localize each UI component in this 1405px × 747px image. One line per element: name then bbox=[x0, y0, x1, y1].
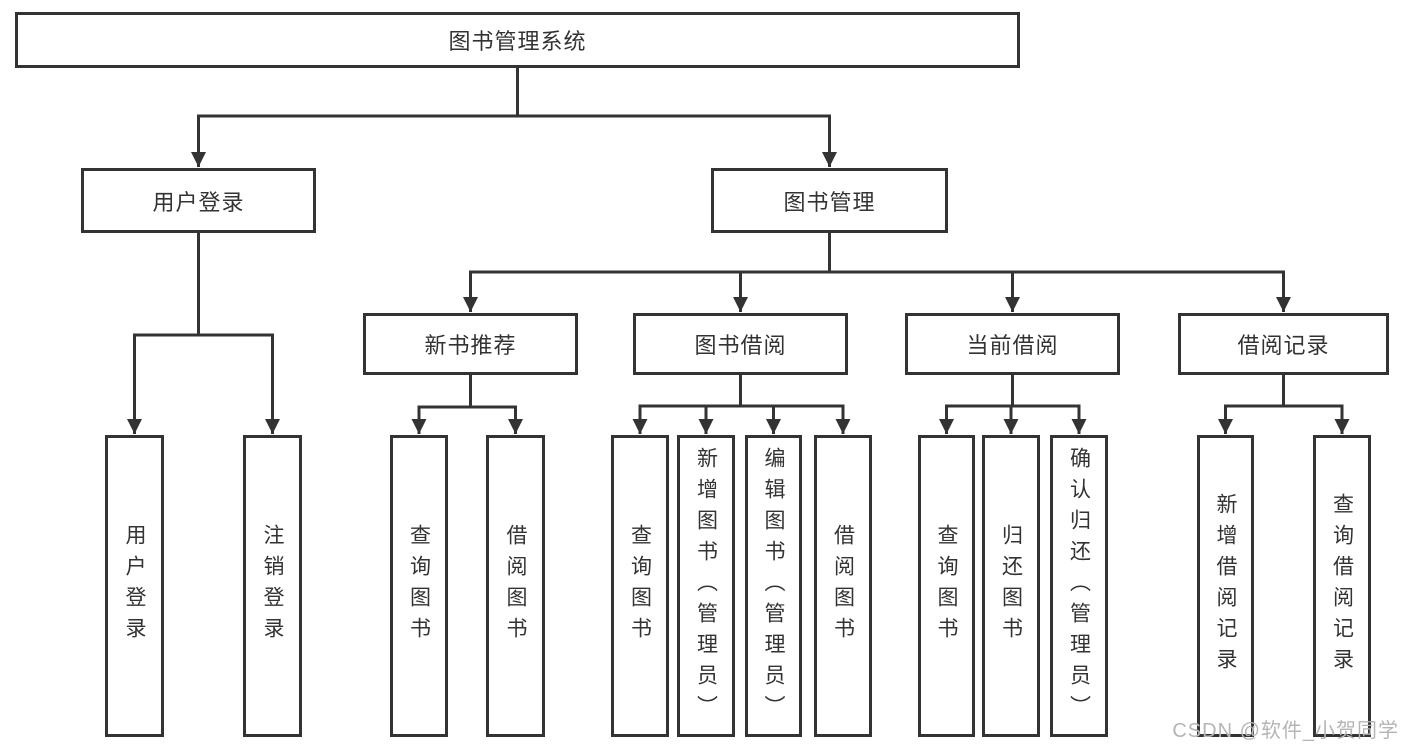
csdn-watermark: CSDN @软件_小贺同学 bbox=[1172, 720, 1399, 742]
leaf-add-borrow-record: 新增借阅记录 bbox=[1197, 435, 1254, 737]
leaf-query-books-borrow: 查询图书 bbox=[611, 435, 669, 737]
node-current-borrowing: 当前借阅 bbox=[905, 313, 1120, 375]
leaf-return-books: 归还图书 bbox=[982, 435, 1040, 737]
node-user-login-branch: 用户登录 bbox=[81, 168, 316, 233]
node-library-management-system: 图书管理系统 bbox=[15, 12, 1020, 68]
leaf-borrow-books: 借阅图书 bbox=[814, 435, 872, 737]
leaf-confirm-return-admin: 确认归还（管理员） bbox=[1050, 435, 1108, 737]
node-book-borrowing: 图书借阅 bbox=[633, 313, 848, 375]
leaf-borrow-books-recommend: 借阅图书 bbox=[486, 435, 545, 737]
leaf-user-login: 用户登录 bbox=[105, 435, 164, 737]
node-book-management-branch: 图书管理 bbox=[711, 168, 948, 233]
leaf-edit-books-admin: 编辑图书（管理员） bbox=[745, 435, 802, 737]
leaf-query-books-current: 查询图书 bbox=[918, 435, 975, 737]
leaf-query-books-recommend: 查询图书 bbox=[390, 435, 448, 737]
node-borrowing-records: 借阅记录 bbox=[1178, 313, 1389, 375]
leaf-logout: 注销登录 bbox=[243, 435, 302, 737]
leaf-add-books-admin: 新增图书（管理员） bbox=[677, 435, 735, 737]
leaf-query-borrow-record: 查询借阅记录 bbox=[1313, 435, 1371, 737]
node-new-book-recommendation: 新书推荐 bbox=[363, 313, 578, 375]
